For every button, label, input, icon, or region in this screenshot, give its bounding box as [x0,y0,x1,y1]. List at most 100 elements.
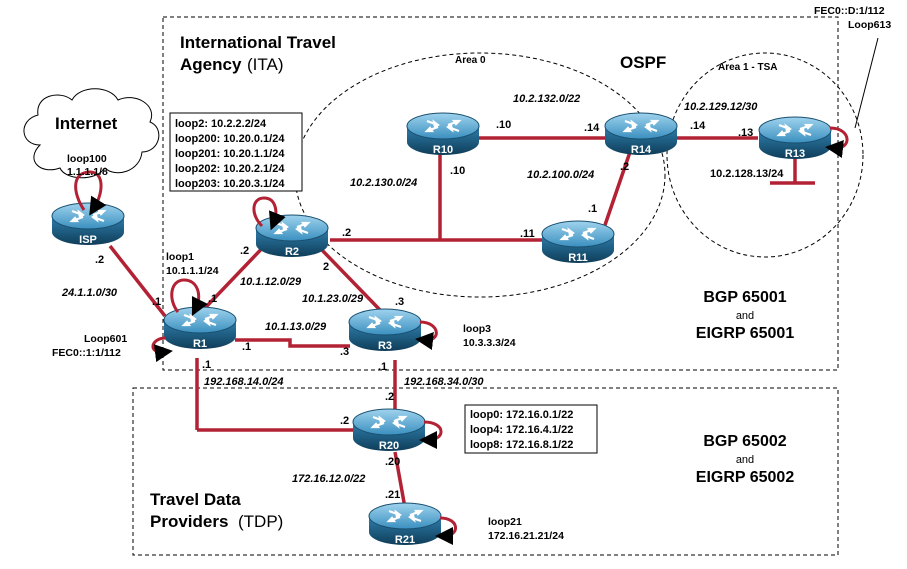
router-label-r21: R21 [395,534,415,546]
loop-isp [74,170,107,216]
router-r1[interactable]: R1 [162,305,238,351]
r3-loop-name: loop3 [463,323,491,335]
net-label-10-1-13: 10.1.13.0/29 [265,321,327,333]
iface-r10-bottom: .10 [450,165,465,177]
loop-r21 [435,516,457,545]
net-label-24-1: 24.1.1.0/30 [61,287,118,299]
net-label-10-1-12: 10.1.12.0/29 [240,276,302,288]
net-label-192-34: 192.168.34.0/30 [404,376,484,388]
isp-loop-name: loop100 [67,153,107,165]
r21-loop-name: loop21 [488,516,522,528]
iface-r11-11: .11 [520,228,535,240]
ospf-label: OSPF [620,53,666,72]
net-label-10-2-129: 10.2.129.12/30 [684,101,758,113]
r13-callout-line [854,37,879,129]
iface-r14-right: .14 [690,120,706,132]
net-label-10-2-100: 10.2.100.0/24 [527,169,594,181]
r21-loop-addr: 172.16.21.21/24 [488,530,564,542]
loopback-labels: loop100 1.1.1.1/8 loop1 10.1.1.1/24 Loop… [52,5,891,542]
r20-loop-item: loop4: 172.16.4.1/22 [470,424,573,436]
router-r10[interactable]: R10 [405,111,481,157]
net-label-172-12: 172.16.12.0/22 [292,473,365,485]
iface-r3-r1: .3 [340,346,349,358]
iface-r20-20: .20 [385,456,400,468]
router-r3[interactable]: R3 [347,307,423,353]
loop-r3 [415,320,438,350]
r2-loop-item: loop203: 10.20.3.1/24 [175,178,285,190]
loop-r1 [170,278,209,317]
link-r20-r21 [393,451,407,509]
r13-v6-loop-name: Loop613 [848,19,891,31]
area0-ellipse [294,52,666,298]
iface-r3-r2: .3 [395,296,404,308]
iface-r2-r3: 2 [323,261,329,273]
area0-label: Area 0 [455,55,486,66]
link-r14-r11 [603,151,632,226]
and-label-2: and [736,454,754,466]
link-isp-r1 [108,244,167,318]
loop-r20 [419,420,443,449]
iface-r20-top: .2 [385,391,394,403]
tdp-domain-box [132,387,839,556]
router-r20[interactable]: R20 [351,407,427,453]
router-label-isp: ISP [79,234,97,246]
r1-loop-name: loop1 [166,251,194,263]
ita-title: International Travel [180,33,336,52]
router-label-r14: R14 [631,144,652,156]
link-r1-r2 [203,238,272,310]
ita-domain-box [162,16,839,371]
internet-cloud [23,88,160,179]
links [108,136,815,509]
router-r2[interactable]: R2 [254,213,330,259]
router-label-r2: R2 [285,246,299,258]
and-label-1: and [736,310,754,322]
router-r13[interactable]: R13 [757,115,833,161]
router-label-r20: R20 [379,440,399,452]
iface-r13-13: .13 [738,127,753,139]
iface-r1-r3: .1 [242,341,251,353]
router-r21[interactable]: R21 [367,501,443,547]
iface-r20-left: .2 [340,415,349,427]
router-isp[interactable]: ISP [50,201,126,247]
r2-loop-item: loop200: 10.20.0.1/24 [175,133,285,145]
iface-r10-right: .10 [496,119,511,131]
iface-r14-2: .2 [620,161,629,173]
r20-loopback-box [464,404,598,454]
network-labels: 24.1.1.0/30 10.1.12.0/29 10.1.23.0/29 10… [61,93,784,485]
iface-r1-isp: .1 [152,296,161,308]
r2-loop-item: loop201: 10.20.1.1/24 [175,148,285,160]
bgp-65001-label: BGP 65001 [703,289,786,306]
bgp-65002-label: BGP 65002 [703,433,786,450]
tdp-abbr: (TDP) [238,512,283,531]
r13-v6-loop-addr: FEC0::D:1/112 [814,5,885,17]
router-r14[interactable]: R14 [603,111,679,157]
area1-label: Area 1 - TSA [718,62,777,73]
ita-title-line2: Agency [180,55,242,74]
iface-isp-2: .2 [95,254,104,266]
eigrp-65001-label: EIGRP 65001 [696,325,795,342]
link-r1-r3 [235,338,350,348]
r1-v6-loop-name: Loop601 [84,333,127,345]
router-label-r10: R10 [433,144,453,156]
r20-loop-item: loop8: 172.16.8.1/22 [470,439,573,451]
loop-r1-v6 [151,336,173,363]
router-label-r1: R1 [193,338,207,350]
iface-r2-r1: .2 [240,245,249,257]
interface-labels: .2 .1 .1 .1 .1 .2 2 .2 .3 .3 .1 .10 .10 … [95,119,753,501]
ita-abbr: (ITA) [247,55,284,74]
net-label-192-14: 192.168.14.0/24 [204,376,284,388]
net-label-10-2-130: 10.2.130.0/24 [350,177,417,189]
router-label-r11: R11 [568,252,588,264]
net-label-10-2-128: 10.2.128.13/24 [710,168,784,180]
loopback-arrows [74,126,849,545]
r20-loopback-list: loop0: 172.16.0.1/22 loop4: 172.16.4.1/2… [470,409,573,451]
r2-loop-item: loop202: 10.20.2.1/24 [175,163,285,175]
r1-loop-addr: 10.1.1.1/24 [166,265,219,277]
router-label-r3: R3 [378,340,392,352]
r1-v6-loop-addr: FEC0::1:1/112 [52,347,121,359]
router-r11[interactable]: R11 [540,219,616,265]
r2-loopback-list: loop2: 10.2.2.2/24 loop200: 10.20.0.1/24… [175,118,285,190]
loop-r2 [252,196,286,231]
r20-loop-item: loop0: 172.16.0.1/22 [470,409,573,421]
